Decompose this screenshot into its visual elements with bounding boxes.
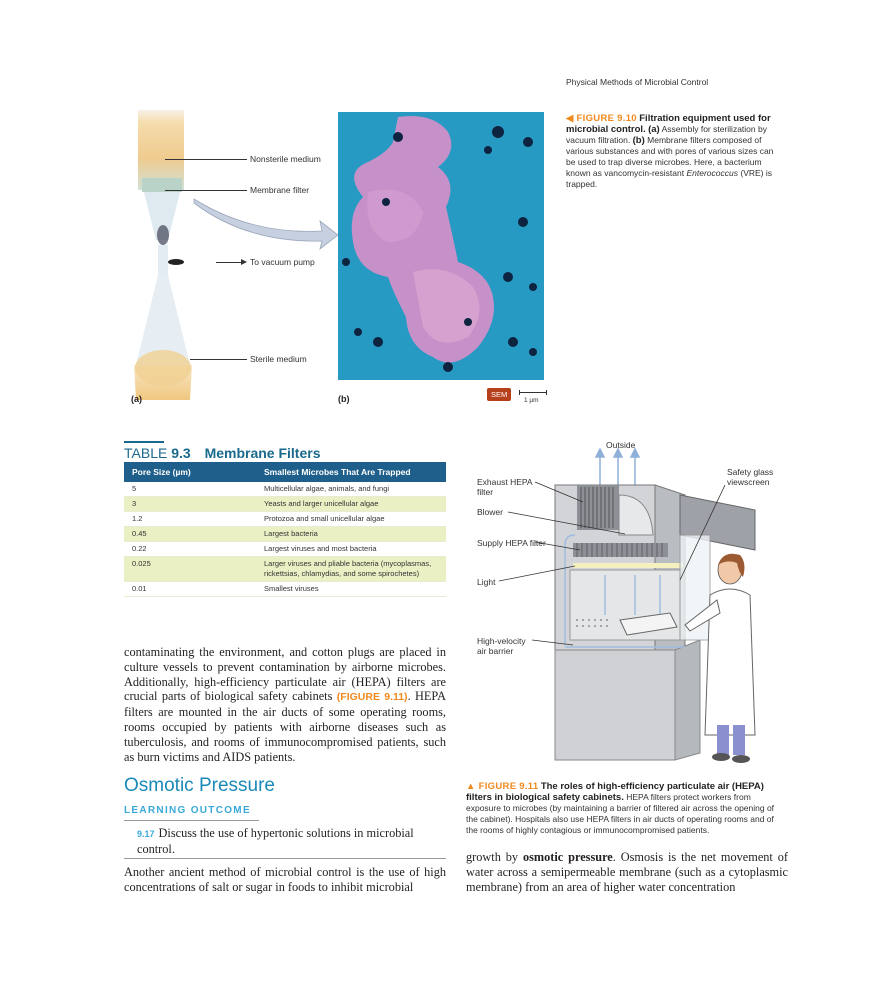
body-paragraph-osmotic: Another ancient method of microbial cont… [124, 865, 446, 894]
figure-9-11-caption: ▲ FIGURE 9.11 The roles of high-efficien… [466, 781, 786, 836]
label-supply-hepa: Supply HEPA filter [477, 538, 546, 548]
callout-arrow-icon [193, 198, 339, 251]
paragraph-text: contaminating the environment, and cotto… [124, 645, 446, 704]
header-microbes: Smallest Microbes That Are Trapped [256, 462, 446, 482]
caption-italic-genus: Enterococcus [686, 168, 738, 178]
label-exhaust-hepa: Exhaust HEPA filter [477, 477, 533, 497]
panel-letter-b: (b) [338, 394, 350, 404]
key-term: osmotic pressure [522, 850, 613, 864]
label-safety-glass: Safety glass viewscreen [727, 467, 774, 487]
body-paragraph-hepa: contaminating the environment, and cotto… [124, 645, 446, 764]
paragraph-text: growth by [466, 850, 519, 864]
scale-bar-icon [519, 390, 547, 395]
cell-pore: 1.2 [124, 511, 256, 527]
cell-microbes: Larger viruses and pliable bacteria (myc… [256, 556, 446, 582]
cell-pore: 5 [124, 482, 256, 497]
caption-marker-b: (b) [632, 135, 645, 146]
vacuum-filtration-apparatus-image [132, 110, 194, 400]
label-blower: Blower [477, 507, 503, 517]
cell-microbes: Largest viruses and most bacteria [256, 541, 446, 557]
outcome-number: 9.17 [137, 829, 155, 839]
caption-title: Filtration equipment used for microbial … [566, 113, 771, 135]
outcome-text: Discuss the use of hypertonic solutions … [137, 826, 414, 856]
label-leader-line [190, 359, 247, 360]
label-nonsterile-medium: Nonsterile medium [250, 154, 321, 164]
cell-pore: 3 [124, 496, 256, 512]
sem-micrograph-image [338, 112, 544, 380]
table-title-rule [124, 441, 164, 443]
table-header-row: Pore Size (µm) Smallest Microbes That Ar… [124, 462, 446, 482]
cell-pore: 0.45 [124, 526, 256, 542]
figure-label: ◀ FIGURE 9.10 [566, 113, 637, 124]
label-membrane-filter: Membrane filter [250, 185, 310, 195]
figure-label: ▲ FIGURE 9.11 [466, 781, 539, 792]
arrow-right-icon [241, 259, 247, 265]
cell-pore: 0.22 [124, 541, 256, 557]
table-number: 9.3 [171, 445, 191, 461]
cell-pore: 0.01 [124, 581, 256, 597]
label-air-barrier: High-velocity air barrier [477, 636, 526, 656]
cell-microbes: Largest bacteria [256, 526, 446, 542]
divider [124, 858, 446, 859]
caption-text-b-end: (VRE) is trapped. [566, 168, 772, 189]
sem-badge: SEM [487, 388, 512, 401]
paragraph-text: . HEPA filters are mounted in the air du… [124, 689, 447, 764]
caption-marker-a: (a) [648, 124, 660, 135]
cell-microbes: Multicellular algae, animals, and fungi [256, 482, 446, 497]
caption-text: HEPA filters protect workers from exposu… [466, 792, 775, 835]
cell-microbes: Protozoa and small unicellular algae [256, 511, 446, 527]
figure-9-10-caption: ◀ FIGURE 9.10 Filtration equipment used … [566, 113, 776, 190]
divider [124, 820, 259, 821]
label-to-vacuum-pump: To vacuum pump [250, 257, 315, 267]
label-outside: Outside [606, 440, 636, 450]
caption-text-a: Assembly for sterilization by vacuum fil… [566, 124, 767, 145]
cell-pore: 0.025 [124, 556, 256, 582]
scale-bar-label: 1 µm [524, 397, 539, 404]
biosafety-cabinet-illustration [455, 435, 790, 770]
running-head: Physical Methods of Microbial Control [566, 77, 709, 87]
label-leader-line [165, 159, 247, 160]
paragraph-text: . Osmosis is the net movement of water a… [466, 850, 788, 894]
label-light: Light [477, 577, 496, 587]
arrow-line [216, 262, 244, 263]
membrane-filters-table: Pore Size (µm) Smallest Microbes That Ar… [124, 462, 446, 597]
label-sterile-medium: Sterile medium [250, 354, 307, 364]
header-pore-size: Pore Size (µm) [124, 462, 256, 482]
learning-outcome-heading: LEARNING OUTCOME [124, 805, 251, 816]
table-title: TABLE 9.3 Membrane Filters [124, 445, 321, 461]
table-name: Membrane Filters [204, 445, 321, 461]
label-leader-lines [498, 481, 726, 646]
panel-letter-a: (a) [131, 394, 142, 404]
cell-microbes: Smallest viruses [256, 581, 446, 597]
caption-title: The roles of high-efficiency particulate… [466, 781, 764, 803]
label-leader-line [165, 190, 247, 191]
caption-text-b: Membrane filters composed of various sub… [566, 135, 774, 178]
figure-reference-link[interactable]: (FIGURE 9.11) [336, 691, 408, 704]
section-heading: Osmotic Pressure [124, 775, 275, 796]
table-label: TABLE [124, 445, 168, 461]
body-paragraph-osmosis: growth by osmotic pressure. Osmosis is t… [466, 850, 788, 894]
cell-microbes: Yeasts and larger unicellular algae [256, 496, 446, 512]
